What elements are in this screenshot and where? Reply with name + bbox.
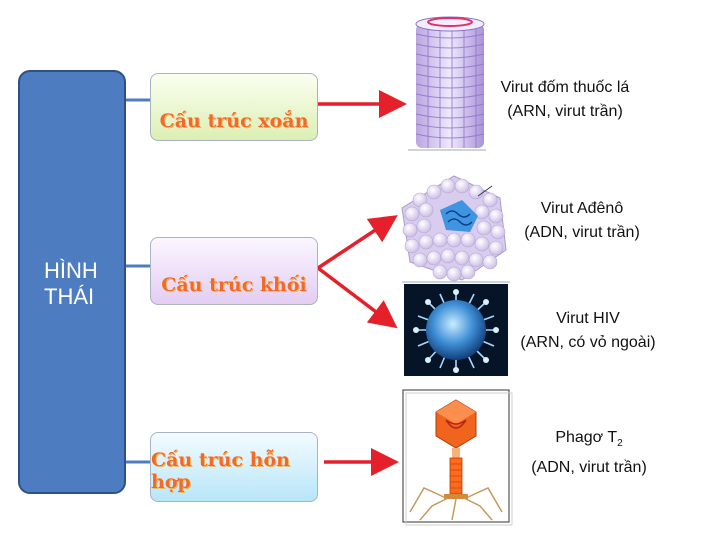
adenovirus-illustration <box>401 175 510 283</box>
category-helical-box: Cấu trúc xoắn <box>150 73 318 141</box>
phage-detail: (ADN, virut trần) <box>531 459 647 477</box>
hiv-detail: (ARN, có vỏ ngoài) <box>520 334 656 351</box>
tmv-description: Virut đốm thuốc lá (ARN, virut trần) <box>484 76 646 124</box>
arrows <box>316 90 407 476</box>
phage-name-prefix: Phagơ T <box>555 429 618 446</box>
connectors <box>126 98 150 464</box>
main-category-box <box>18 70 126 494</box>
category-mixed-label: Cấu trúc hỗn hợp <box>151 449 290 493</box>
tmv-detail: (ARN, virut trần) <box>507 103 623 120</box>
phage-name: Phagơ T2 <box>514 426 664 456</box>
main-label-line2: THÁI <box>44 284 95 309</box>
adeno-description: Virut Ađênô (ADN, virut trần) <box>508 197 656 245</box>
phage-illustration <box>402 389 513 526</box>
main-label-line1: HÌNH <box>44 258 98 283</box>
phage-name-subscript: 2 <box>617 438 623 450</box>
tmv-illustration <box>408 16 486 151</box>
main-category-label: HÌNH THÁI <box>44 258 124 310</box>
category-helical-label: Cấu trúc xoắn <box>159 110 309 132</box>
category-cubic-box: Cấu trúc khối <box>150 237 318 305</box>
category-cubic-label: Cấu trúc khối <box>161 274 307 296</box>
adeno-detail: (ADN, virut trần) <box>524 224 640 241</box>
adeno-name: Virut Ađênô <box>540 200 624 217</box>
hiv-name: Virut HIV <box>556 310 620 327</box>
category-mixed-box: Cấu trúc hỗn hợp <box>150 432 318 502</box>
hiv-illustration <box>404 284 508 376</box>
hiv-description: Virut HIV (ARN, có vỏ ngoài) <box>508 307 668 355</box>
tmv-name: Virut đốm thuốc lá <box>500 79 630 96</box>
arrow-cubic-hiv <box>316 266 398 329</box>
phage-description: Phagơ T2 (ADN, virut trần) <box>514 426 664 480</box>
arrow-cubic-adeno <box>317 215 398 270</box>
